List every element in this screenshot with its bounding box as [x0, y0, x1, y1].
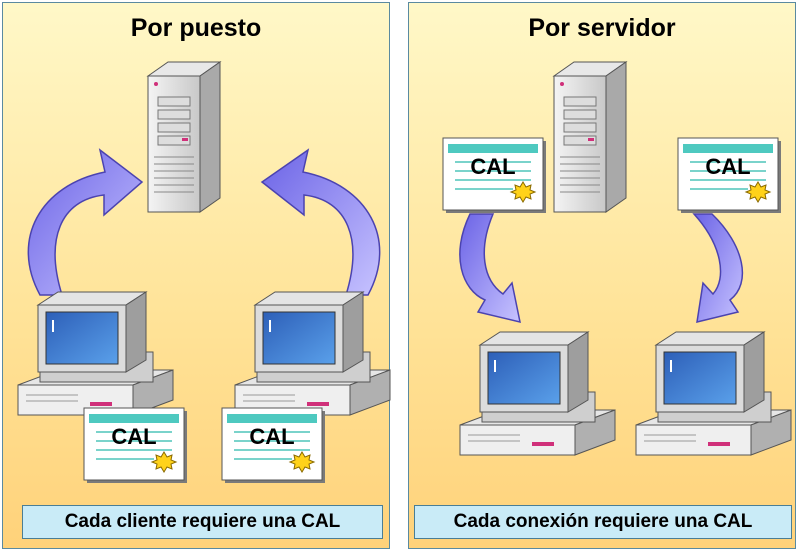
per-seat-title: Por puesto	[130, 14, 262, 42]
cal-label-left-1: CAL	[111, 424, 157, 449]
right-client-computer-2	[635, 331, 792, 456]
left-curved-arrow	[27, 148, 144, 296]
per-server-title: Por servidor	[528, 14, 676, 42]
left-client-computer-1	[17, 291, 174, 416]
cal-label-left-2: CAL	[249, 424, 295, 449]
per-server-caption: Cada conexión requiere una CAL	[414, 505, 792, 539]
right-curved-arrow	[260, 148, 381, 296]
right-down-arrow-1	[459, 213, 521, 324]
cal-label-right-2: CAL	[705, 154, 751, 179]
right-down-arrow-2	[692, 213, 744, 323]
right-server	[553, 61, 627, 213]
right-client-computer-1	[459, 331, 616, 456]
left-client-computer-2	[234, 291, 391, 416]
left-server	[147, 61, 221, 213]
per-seat-caption: Cada cliente requiere una CAL	[22, 505, 383, 539]
cal-label-right-1: CAL	[470, 154, 516, 179]
